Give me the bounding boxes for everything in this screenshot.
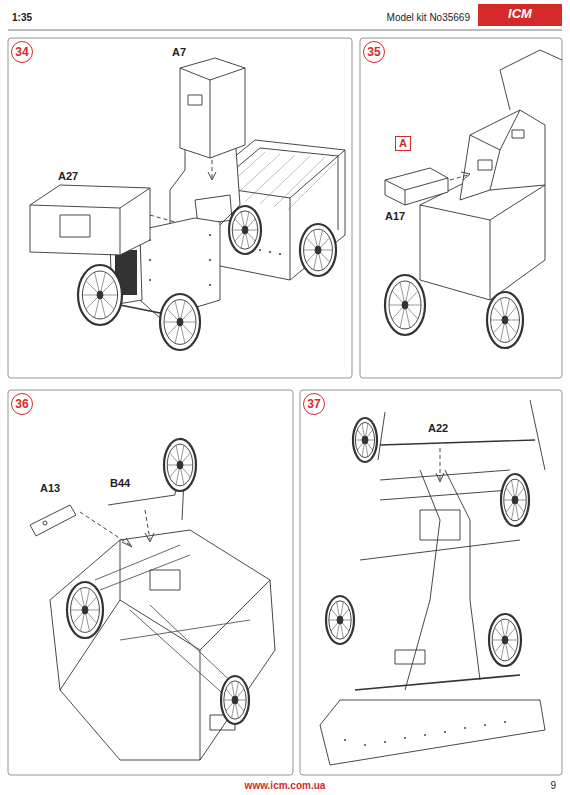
part-number: A13: [40, 482, 60, 494]
step-text: A: [399, 138, 407, 149]
step-number: 36: [11, 393, 33, 415]
step-text: 35: [367, 46, 380, 58]
step-text: 36: [15, 398, 28, 410]
brand-logo: ICM: [508, 7, 532, 21]
website: www.icm.com.ua: [245, 780, 326, 791]
step-number: 34: [11, 41, 33, 63]
part-number: A22: [428, 422, 448, 434]
step-number: 35: [363, 41, 385, 63]
part-number: A27: [58, 170, 78, 182]
step-text: 37: [307, 398, 320, 410]
scale: 1:35: [12, 12, 32, 23]
part-number: A17: [385, 210, 405, 222]
part-number: A7: [172, 46, 186, 58]
page-number: 9: [550, 780, 556, 791]
step-number: 37: [303, 393, 325, 415]
kit-number: Model kit No35669: [387, 12, 470, 23]
step-text: 34: [15, 46, 28, 58]
part-number: B44: [110, 477, 130, 489]
part-sprue-tag: A: [395, 136, 411, 151]
